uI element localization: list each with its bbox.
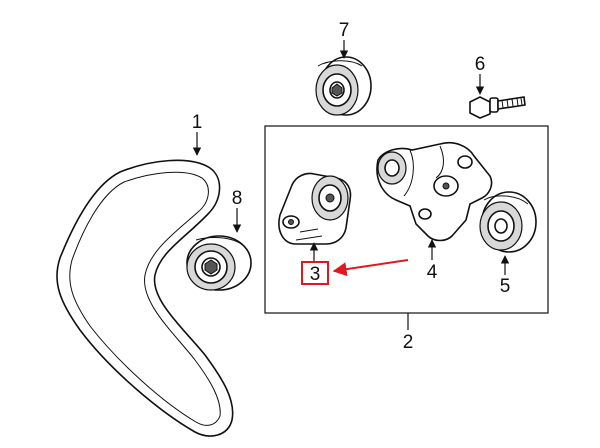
assembly-box bbox=[264, 125, 549, 314]
leader-lines bbox=[192, 40, 510, 330]
idler-pulley-top bbox=[315, 56, 372, 116]
callout-2: 2 bbox=[403, 332, 414, 353]
bolt bbox=[469, 96, 526, 119]
highlight-callout-3 bbox=[301, 259, 409, 285]
callout-3: 3 bbox=[310, 264, 321, 285]
callout-4: 4 bbox=[427, 262, 438, 283]
callout-6: 6 bbox=[475, 54, 486, 75]
callout-5: 5 bbox=[500, 276, 511, 297]
idler-pulley-left bbox=[186, 235, 252, 291]
callout-1: 1 bbox=[192, 112, 203, 133]
callout-7: 7 bbox=[339, 20, 350, 41]
tensioner-bracket bbox=[376, 141, 493, 242]
belt-tensioner bbox=[278, 172, 352, 245]
serpentine-belt bbox=[56, 159, 234, 437]
callout-labels: 1 7 6 8 3 4 5 2 bbox=[192, 20, 511, 353]
idler-pulley-right bbox=[479, 191, 537, 253]
callout-8: 8 bbox=[232, 188, 243, 209]
